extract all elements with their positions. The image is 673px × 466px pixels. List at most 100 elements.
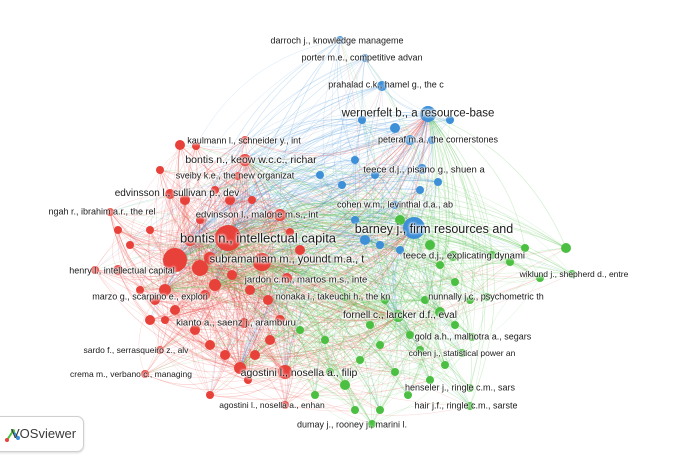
network-node[interactable] xyxy=(351,156,359,164)
network-node[interactable] xyxy=(239,154,251,166)
network-node[interactable] xyxy=(420,106,436,122)
network-node[interactable] xyxy=(416,186,424,194)
network-node[interactable] xyxy=(356,356,364,364)
network-node[interactable] xyxy=(376,406,384,414)
network-node[interactable] xyxy=(451,321,459,329)
network-node[interactable] xyxy=(150,295,160,305)
network-node[interactable] xyxy=(358,116,366,124)
node-label[interactable]: jardon c.m., martos m.s., inte xyxy=(244,274,368,286)
network-node[interactable] xyxy=(275,315,285,325)
network-node[interactable] xyxy=(366,321,374,329)
node-label[interactable]: kaulmann l., schneider y., int xyxy=(187,135,301,146)
network-node[interactable] xyxy=(483,293,491,301)
network-node[interactable] xyxy=(435,307,445,317)
node-label[interactable]: henry l., intellectual capital xyxy=(69,265,175,276)
network-node[interactable] xyxy=(321,336,329,344)
node-label[interactable]: cohen w.m., levinthal d.a., ab xyxy=(336,199,454,210)
node-label[interactable]: cohen j., statistical power an xyxy=(408,347,516,358)
node-label[interactable]: barney j., firm resources and xyxy=(354,221,514,236)
node-label[interactable]: ngah r., ibrahim a.r., the rel xyxy=(48,206,156,217)
network-node[interactable] xyxy=(136,286,144,294)
node-label[interactable]: teece d.j., explicating dynami xyxy=(403,250,525,262)
network-node[interactable] xyxy=(265,335,275,345)
network-node[interactable] xyxy=(245,285,255,295)
node-label[interactable]: subramaniam m., youndt m.a., t xyxy=(209,253,365,266)
network-node[interactable] xyxy=(192,142,200,150)
network-node[interactable] xyxy=(200,290,210,300)
network-node[interactable] xyxy=(360,235,370,245)
network-node[interactable] xyxy=(425,240,435,250)
network-node[interactable] xyxy=(568,270,576,278)
network-node[interactable] xyxy=(326,368,334,376)
network-node[interactable] xyxy=(156,346,164,354)
network-node[interactable] xyxy=(141,370,149,378)
network-node[interactable] xyxy=(250,350,260,360)
node-label[interactable]: edvinsson l., malone m.s., int xyxy=(195,209,319,221)
network-node[interactable] xyxy=(196,216,204,224)
network-node[interactable] xyxy=(263,295,273,305)
node-label[interactable]: marzo g., scarpino e., explori xyxy=(92,291,208,302)
network-node[interactable] xyxy=(281,401,289,409)
network-node[interactable] xyxy=(488,251,496,259)
network-node[interactable] xyxy=(458,349,466,357)
node-label[interactable]: prahalad c.k., hamel g., the c xyxy=(328,79,444,90)
network-node[interactable] xyxy=(395,215,405,225)
network-node[interactable] xyxy=(161,316,169,324)
network-node[interactable] xyxy=(536,274,544,282)
node-label[interactable]: teece d.j., pisano g., shuen a xyxy=(363,164,485,176)
network-node[interactable] xyxy=(180,195,190,205)
network-node[interactable] xyxy=(376,341,384,349)
network-node[interactable] xyxy=(145,315,155,325)
network-node[interactable] xyxy=(209,279,221,291)
network-node[interactable] xyxy=(436,261,444,269)
network-node[interactable] xyxy=(351,406,359,414)
network-node[interactable] xyxy=(91,266,99,274)
network-node[interactable] xyxy=(126,241,134,249)
node-label[interactable]: wernerfelt b., a resource-base xyxy=(341,107,495,120)
network-node[interactable] xyxy=(205,340,215,350)
network-node[interactable] xyxy=(106,208,114,216)
network-node[interactable] xyxy=(426,376,434,384)
network-node[interactable] xyxy=(405,135,415,145)
network-node[interactable] xyxy=(113,265,123,275)
network-node[interactable] xyxy=(211,186,219,194)
node-label[interactable]: dumay j., rooney j., marini l. xyxy=(296,419,408,430)
network-node[interactable] xyxy=(361,54,369,62)
network-node[interactable] xyxy=(368,420,376,428)
network-node[interactable] xyxy=(377,81,387,91)
node-label[interactable]: edvinsson l., sullivan p., dev xyxy=(114,188,240,199)
network-node[interactable] xyxy=(351,216,359,224)
network-node[interactable] xyxy=(391,201,399,209)
network-node[interactable] xyxy=(190,325,200,335)
network-node[interactable] xyxy=(391,368,399,376)
node-label[interactable]: sardo f., serrasqueiro z., alv xyxy=(83,344,189,355)
network-node[interactable] xyxy=(416,346,424,354)
network-node[interactable] xyxy=(146,226,154,234)
vosviewer-badge[interactable]: VOSviewer xyxy=(0,416,84,452)
network-node[interactable] xyxy=(227,270,237,280)
network-node[interactable] xyxy=(156,166,164,174)
network-node[interactable] xyxy=(234,172,242,180)
network-node[interactable] xyxy=(234,362,246,374)
network-node[interactable] xyxy=(376,241,384,249)
network-node[interactable] xyxy=(311,391,319,399)
network-node[interactable] xyxy=(239,318,249,328)
network-node[interactable] xyxy=(248,196,256,204)
network-node[interactable] xyxy=(468,333,476,341)
network-node[interactable] xyxy=(338,181,346,189)
node-label[interactable]: bontis n., intellectual capita xyxy=(179,230,337,246)
network-node[interactable] xyxy=(295,245,305,255)
node-label[interactable]: darroch j., knowledge manageme xyxy=(270,35,404,46)
network-node[interactable] xyxy=(159,284,171,296)
node-label[interactable]: porter m.e., competitive advan xyxy=(301,52,423,63)
network-node[interactable] xyxy=(170,305,180,315)
network-node[interactable] xyxy=(381,296,389,304)
network-node[interactable] xyxy=(392,310,404,322)
network-node[interactable] xyxy=(296,326,304,334)
network-node[interactable] xyxy=(225,195,235,205)
network-node[interactable] xyxy=(278,365,292,379)
node-label[interactable]: gold a.h., malhotra a., segars xyxy=(414,331,532,342)
network-node[interactable] xyxy=(371,171,379,179)
network-node[interactable] xyxy=(406,331,414,339)
